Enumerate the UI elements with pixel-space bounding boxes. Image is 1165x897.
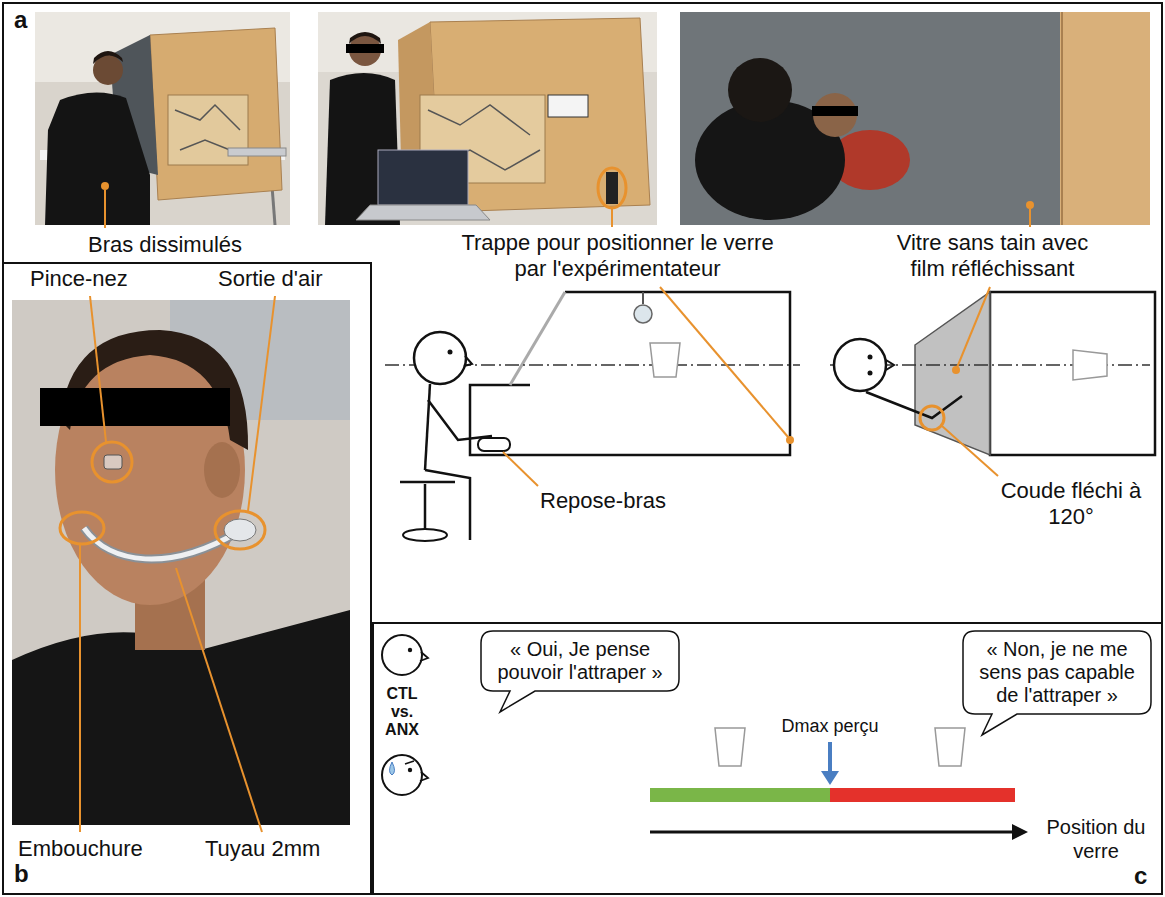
photo-hidden-arms [35,12,290,225]
bubble-text: « Non, je ne me sens pas capable de l'at… [974,638,1140,707]
reach-judgement-scale [382,635,1028,840]
part-label: Pince-nez [30,266,128,292]
speech-bubble: « Non, je ne me sens pas capable de l'at… [962,630,1152,715]
group-label: vs. [372,702,432,721]
group-label: CTL [372,684,432,703]
speech-bubble: « Oui, Je pense pouvoir l'attraper » [480,630,680,692]
part-label: Sortie d'air [218,266,322,292]
part-label: Vitre sans tain avec film réfléchissant [880,230,1105,283]
part-label: Trappe pour positionner le verre par l'e… [460,230,775,283]
threshold-label: Dmax perçu [770,716,890,738]
part-label: Coude fléchi à 120° [1000,478,1142,531]
panel-frame: b [2,262,372,895]
bubble-text: « Oui, Je pense pouvoir l'attraper » [492,638,668,684]
leader-lines [80,190,1030,832]
part-label: Repose-bras [540,488,666,514]
axis-label: Position du verre [1035,815,1157,863]
side-view-schematic [385,292,800,541]
bubble-shape [481,631,679,712]
part-label: Embouchure [18,836,143,862]
group-label: ANX [372,720,432,739]
photo-breathing-device [12,300,350,825]
bubble-shape [963,631,1151,735]
panel-letter: a [14,8,27,32]
photo-mirror-top [680,12,1150,225]
panel-letter: b [14,862,29,886]
top-view-schematic [830,292,1155,455]
part-label: Tuyau 2mm [205,836,320,862]
panel-frame: c « Oui, Je pense pouvoir l'attraper » « N… [372,622,1163,895]
panel-letter: c [1134,864,1147,888]
photo-setup-side [318,12,657,225]
part-label: Bras dissimulés [88,232,242,258]
